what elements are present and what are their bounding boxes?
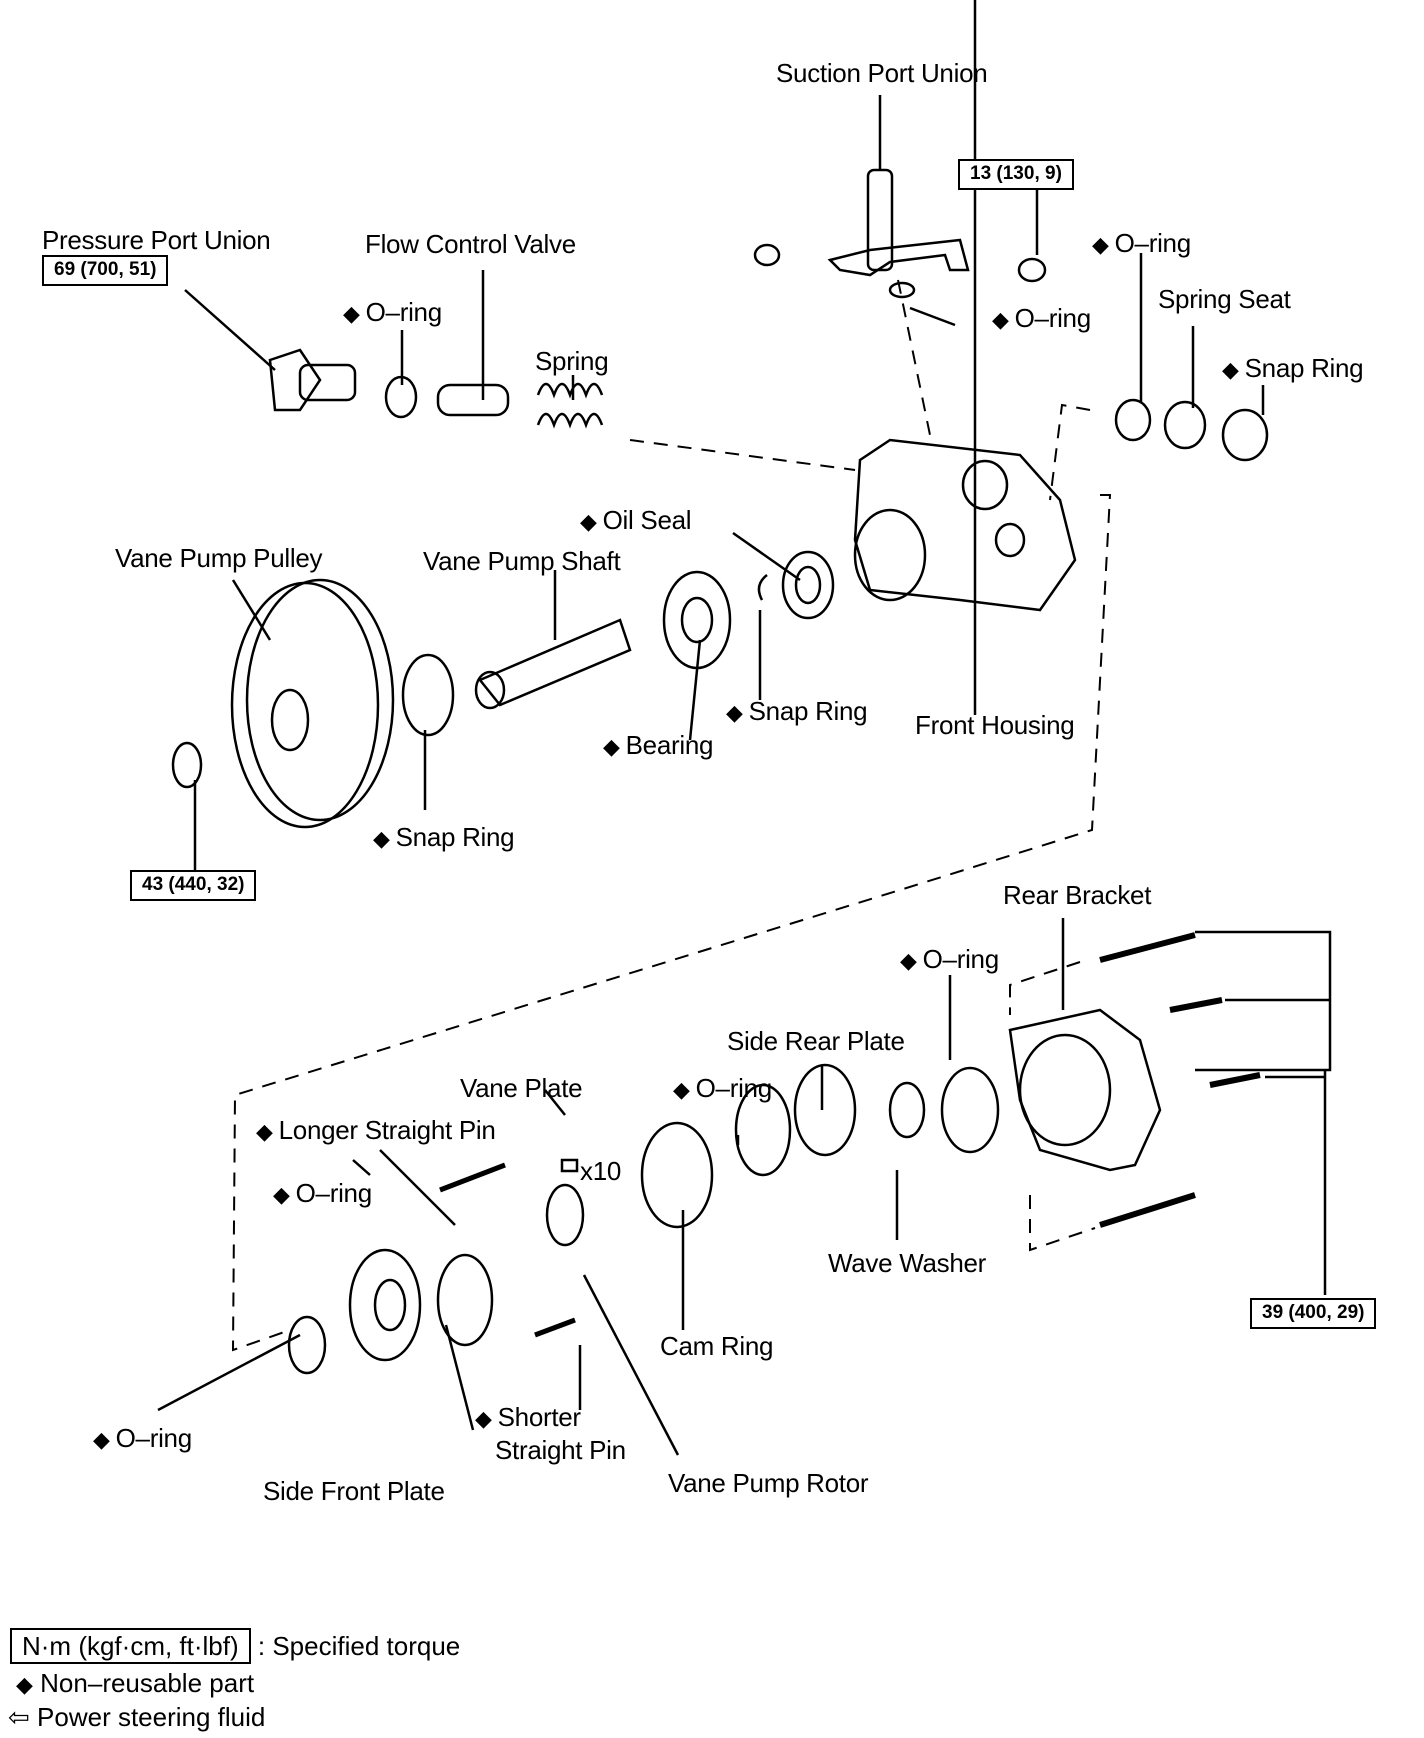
label-o-ring-1: ◆O–ring xyxy=(343,297,442,327)
label-vane-plate-qty: x10 xyxy=(580,1156,622,1186)
label-spring: Spring xyxy=(535,346,609,376)
label-o-ring-6: ◆O–ring xyxy=(273,1178,372,1208)
assembly-dashed-lines xyxy=(231,279,1112,1352)
label-vane-pump-shaft: Vane Pump Shaft xyxy=(423,546,621,576)
label-snap-ring-rear: ◆Snap Ring xyxy=(1222,353,1364,383)
label-rear-bracket: Rear Bracket xyxy=(1003,880,1152,910)
diamond-icon: ◆ xyxy=(475,1406,492,1431)
label-spring-seat: Spring Seat xyxy=(1158,284,1291,314)
diamond-icon: ◆ xyxy=(580,509,597,534)
label-o-ring-7: ◆O–ring xyxy=(93,1423,192,1453)
diamond-icon: ◆ xyxy=(1092,232,1109,257)
leader-lines xyxy=(157,0,1332,1456)
legend-torque-unit: N·m (kgf·cm, ft·lbf) xyxy=(10,1628,251,1664)
legend-non-reusable: ◆ Non–reusable part xyxy=(16,1668,255,1698)
label-side-rear-plate: Side Rear Plate xyxy=(727,1026,905,1056)
diamond-icon: ◆ xyxy=(93,1427,110,1452)
diamond-icon: ◆ xyxy=(673,1077,690,1102)
label-longer-straight-pin: ◆Longer Straight Pin xyxy=(256,1115,496,1145)
legend-fluid: ⇦ Power steering fluid xyxy=(8,1702,266,1732)
label-front-housing: Front Housing xyxy=(915,710,1075,740)
label-oil-seal: ◆Oil Seal xyxy=(580,505,692,535)
label-flow-control-valve: Flow Control Valve xyxy=(365,229,576,259)
torque-rear-bracket-bolts: 39 (400, 29) xyxy=(1250,1298,1377,1329)
diamond-icon: ◆ xyxy=(273,1182,290,1207)
diamond-icon: ◆ xyxy=(256,1119,273,1144)
diamond-icon: ◆ xyxy=(373,826,390,851)
label-shorter-straight-pin-2: Straight Pin xyxy=(495,1435,626,1465)
torque-pressure-port-union: 69 (700, 51) xyxy=(42,255,169,286)
label-snap-ring-front: ◆Snap Ring xyxy=(726,696,868,726)
torque-suction-bolt: 13 (130, 9) xyxy=(958,159,1074,190)
label-vane-plate: Vane Plate xyxy=(460,1073,583,1103)
label-side-front-plate: Side Front Plate xyxy=(263,1476,445,1506)
diamond-icon: ◆ xyxy=(343,301,360,326)
label-o-ring-3: ◆O–ring xyxy=(992,303,1091,333)
label-wave-washer: Wave Washer xyxy=(828,1248,987,1278)
diamond-icon: ◆ xyxy=(16,1672,33,1697)
label-shorter-straight-pin: ◆Shorter xyxy=(475,1402,581,1432)
label-bearing: ◆Bearing xyxy=(603,730,714,760)
label-snap-ring-pulley: ◆Snap Ring xyxy=(373,822,515,852)
parts-outlines xyxy=(171,168,1269,1375)
label-pressure-port-union: Pressure Port Union xyxy=(42,225,271,255)
label-o-ring-5: ◆O–ring xyxy=(673,1073,772,1103)
diamond-icon: ◆ xyxy=(1222,357,1239,382)
label-vane-pump-rotor: Vane Pump Rotor xyxy=(668,1468,869,1498)
label-o-ring-4: ◆O–ring xyxy=(900,944,999,974)
torque-pulley-nut: 43 (440, 32) xyxy=(130,870,257,901)
label-suction-port-union: Suction Port Union xyxy=(776,58,988,88)
diamond-icon: ◆ xyxy=(726,700,743,725)
legend-torque-desc: : Specified torque xyxy=(257,1631,461,1661)
label-cam-ring: Cam Ring xyxy=(660,1331,774,1361)
arrow-left-icon: ⇦ xyxy=(8,1702,30,1732)
legend-torque: N·m (kgf·cm, ft·lbf) : Specified torque xyxy=(10,1628,460,1664)
diamond-icon: ◆ xyxy=(603,734,620,759)
diamond-icon: ◆ xyxy=(992,307,1009,332)
label-o-ring-2: ◆O–ring xyxy=(1092,228,1191,258)
label-vane-pump-pulley: Vane Pump Pulley xyxy=(115,543,323,573)
diamond-icon: ◆ xyxy=(900,948,917,973)
